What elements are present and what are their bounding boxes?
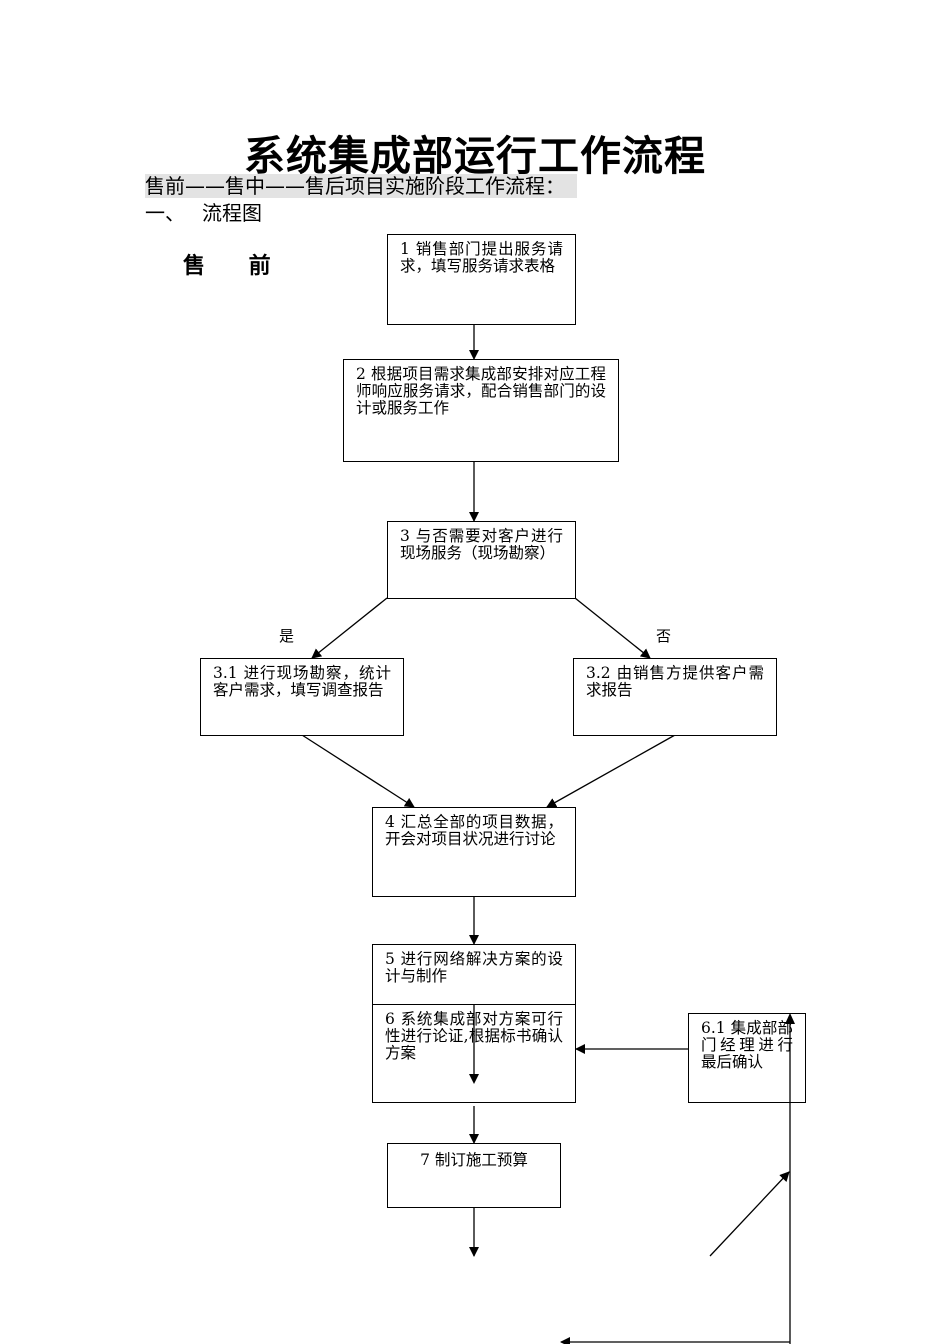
step-5-text: 5 进行网络解决方案的设计与制作 xyxy=(385,950,563,985)
step-3-2-text: 3.2 由销售方提供客户需求报告 xyxy=(586,664,764,699)
step-7-box: 7 制订施工预算 xyxy=(387,1143,561,1208)
step-7-text: 7 制订施工预算 xyxy=(420,1151,528,1169)
step-3-text: 3 与否需要对客户进行现场服务（现场勘察） xyxy=(400,527,563,562)
step-3-1-box: 3.1 进行现场勘察，统计客户需求，填写调查报告 xyxy=(200,658,404,736)
section-label: 流程图 xyxy=(202,201,262,225)
step-3-2-box: 3.2 由销售方提供客户需求报告 xyxy=(573,658,777,736)
arrow-diagonal-return xyxy=(709,1171,790,1257)
step-4-text: 4 汇总全部的项目数据，开会对项目状况进行讨论 xyxy=(385,813,563,848)
step-2-box: 2 根据项目需求集成部安排对应工程师响应服务请求，配合销售部门的设计或服务工作 xyxy=(343,359,619,462)
subtitle: 售前——售中——售后项目实施阶段工作流程： xyxy=(145,174,577,198)
step-6-text: 6 系统集成部对方案可行性进行论证,根据标书确认方案 xyxy=(385,1010,563,1062)
branch-yes-label: 是 xyxy=(279,627,295,645)
step-5-box: 5 进行网络解决方案的设计与制作 xyxy=(372,944,576,1005)
arrow-32-to-4 xyxy=(546,734,676,808)
step-2-text: 2 根据项目需求集成部安排对应工程师响应服务请求，配合销售部门的设计或服务工作 xyxy=(356,365,606,417)
step-6-1-box: 6.1 集成部部门经理进行最后确认 xyxy=(688,1013,806,1103)
step-3-box: 3 与否需要对客户进行现场服务（现场勘察） xyxy=(387,521,576,599)
arrow-3-to-31 xyxy=(311,597,388,659)
step-3-1-text: 3.1 进行现场勘察，统计客户需求，填写调查报告 xyxy=(213,664,391,699)
phase-label: 售 前 xyxy=(183,254,289,279)
section-heading: 一、流程图 xyxy=(145,201,262,225)
section-number: 一、 xyxy=(145,201,185,225)
branch-no-label: 否 xyxy=(656,627,672,645)
step-1-box: 1 销售部门提出服务请求，填写服务请求表格 xyxy=(387,234,576,325)
step-1-text: 1 销售部门提出服务请求，填写服务请求表格 xyxy=(400,240,563,275)
step-6-box: 6 系统集成部对方案可行性进行论证,根据标书确认方案 xyxy=(372,1004,576,1103)
step-4-box: 4 汇总全部的项目数据，开会对项目状况进行讨论 xyxy=(372,807,576,897)
page-title: 系统集成部运行工作流程 xyxy=(244,132,706,180)
arrow-31-to-4 xyxy=(301,734,415,808)
arrow-3-to-32 xyxy=(574,597,651,659)
step-6-1-text: 6.1 集成部部门经理进行最后确认 xyxy=(701,1019,793,1071)
